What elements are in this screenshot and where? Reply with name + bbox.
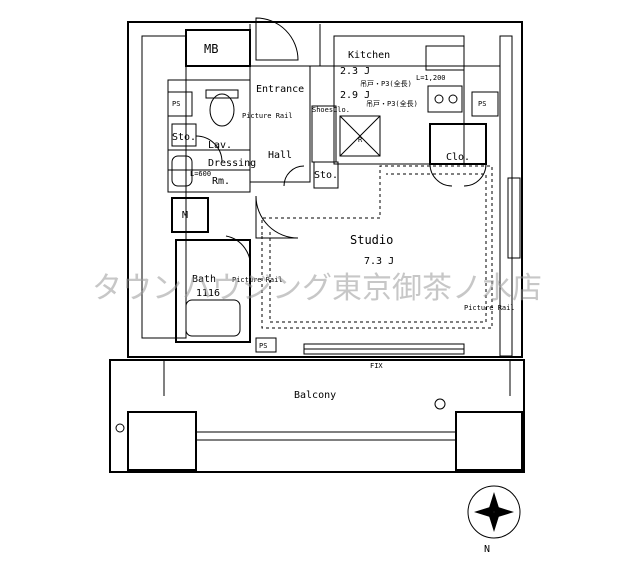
fix-window-label: FIX bbox=[370, 362, 383, 370]
shoes-closet-label: ShoesClo. bbox=[312, 106, 350, 114]
walls bbox=[127, 21, 523, 358]
washer-mark: M bbox=[182, 210, 188, 221]
balcony-area bbox=[109, 359, 525, 473]
entrance-label: Entrance bbox=[256, 84, 304, 95]
ps-label-2: PS bbox=[478, 100, 486, 108]
storage-label-2: Sto. bbox=[314, 170, 338, 181]
picture-rail-entrance: Picture Rail bbox=[242, 112, 293, 120]
studio-area: 7.3 J bbox=[364, 256, 394, 267]
ps-label-3: PS bbox=[259, 342, 267, 350]
compass-icon bbox=[467, 485, 521, 539]
picture-rail-bath: Picture Rail bbox=[232, 276, 283, 284]
door-swings bbox=[195, 17, 487, 271]
dressing-rm-label: Rm. bbox=[212, 176, 230, 187]
kitchen-area-1: 2.3 J bbox=[340, 66, 370, 77]
mb-label: MB bbox=[204, 42, 218, 56]
refrigerator-mark: R bbox=[358, 136, 363, 144]
balcony-label: Balcony bbox=[294, 390, 336, 401]
studio-label: Studio bbox=[350, 233, 393, 247]
dressing-note: L=600 bbox=[190, 170, 211, 178]
storage-label-1: Sto. bbox=[172, 132, 196, 143]
bath-label: Bath bbox=[192, 274, 216, 285]
kitchen-label: Kitchen bbox=[348, 50, 390, 61]
kitchen-counter-note: L=1,200 bbox=[416, 74, 446, 82]
kitchen-cabinet-note-1: 吊戸・P3(全長) bbox=[360, 79, 412, 88]
dressing-label: Dressing bbox=[208, 158, 256, 169]
lavatory-label: Lav. bbox=[208, 140, 232, 151]
watermark: タウンハウジング東京御茶ノ水店 bbox=[92, 271, 542, 306]
closet-label: Clo. bbox=[446, 152, 470, 163]
north-label: N bbox=[484, 544, 490, 555]
ps-label-1: PS bbox=[172, 100, 180, 108]
bath-size: 1116 bbox=[196, 288, 220, 299]
kitchen-area-2: 2.9 J bbox=[340, 90, 370, 101]
hall-label: Hall bbox=[268, 150, 292, 161]
picture-rail-studio: Picture Rail bbox=[464, 304, 515, 312]
kitchen-cabinet-note-2: 吊戸・P3(全長) bbox=[366, 99, 418, 108]
